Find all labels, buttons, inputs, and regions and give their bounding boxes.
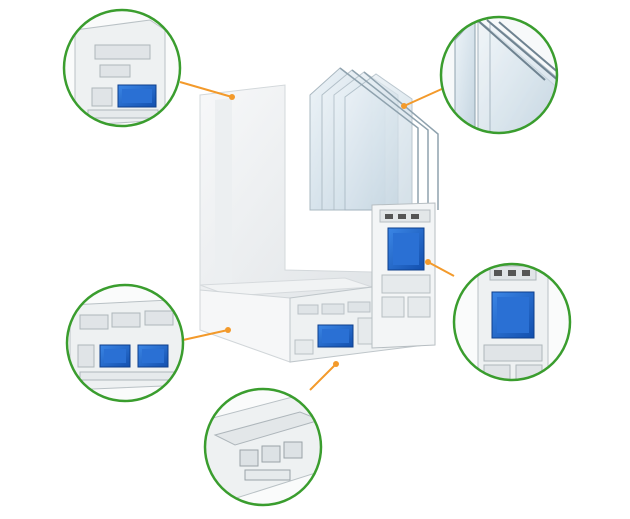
triple-glazing bbox=[309, 67, 439, 211]
callout-sash-reinforcement-detail bbox=[452, 262, 572, 382]
leader-lines bbox=[179, 81, 455, 391]
sill-front bbox=[199, 289, 291, 363]
leader-dots bbox=[225, 94, 431, 367]
callout-triple-glazing-detail bbox=[439, 15, 559, 135]
sash-cross-section bbox=[371, 202, 436, 349]
callout-sill-profile-detail bbox=[65, 283, 185, 403]
window-corner-model bbox=[199, 67, 439, 363]
frame-inner-edge bbox=[215, 98, 232, 305]
callout-bottom-edge-detail bbox=[203, 387, 323, 507]
callout-frame-corner-detail bbox=[62, 8, 182, 128]
